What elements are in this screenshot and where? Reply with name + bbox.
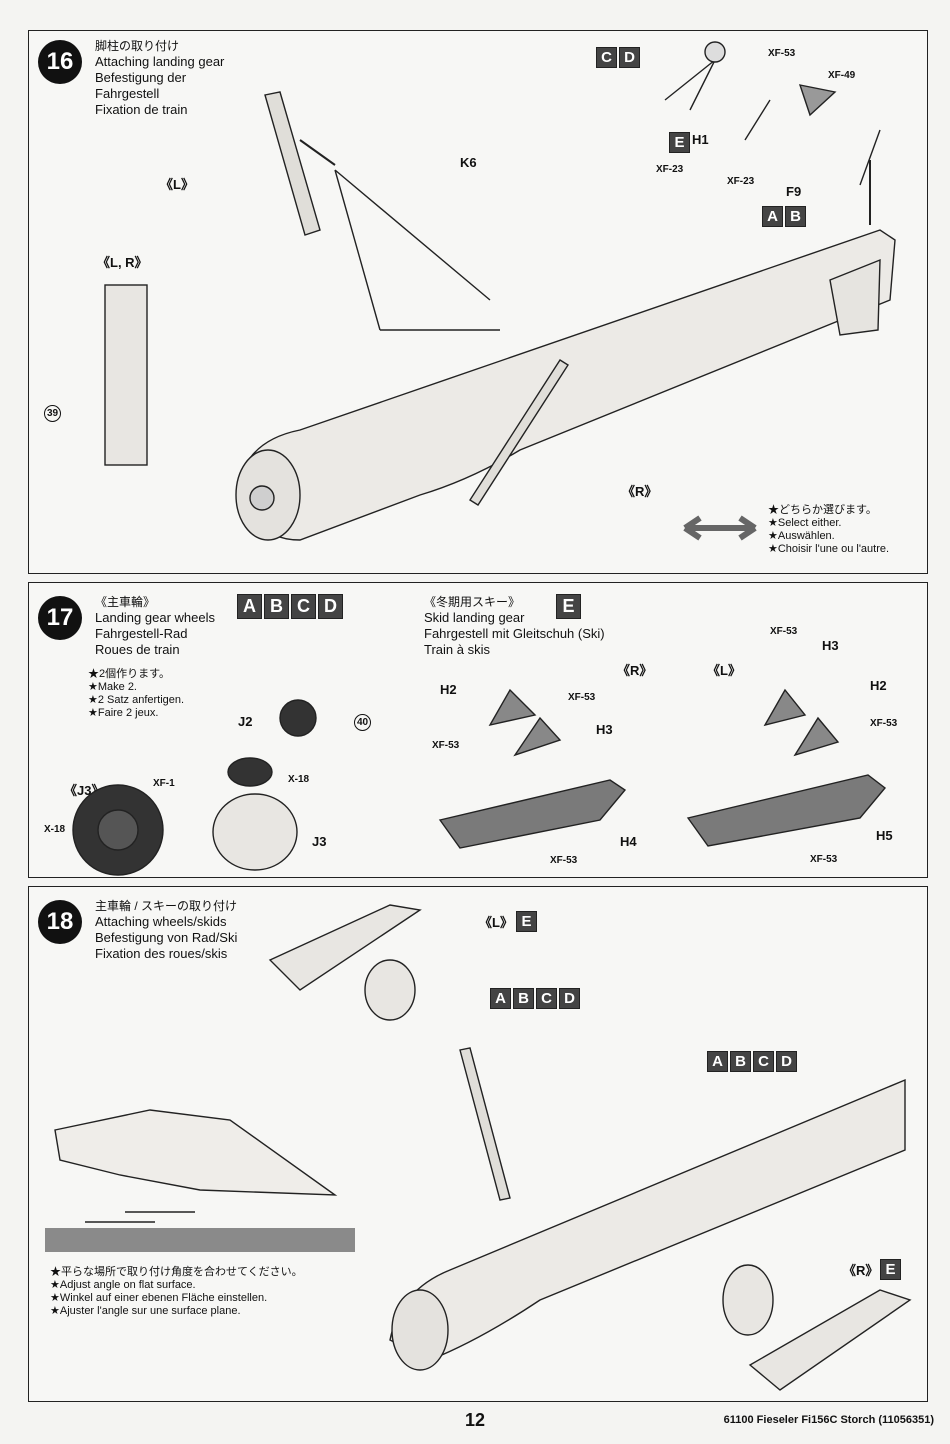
paint-box-e-18a: E xyxy=(516,911,537,932)
label-h3-a: H3 xyxy=(596,722,613,737)
step-16-number: 16 xyxy=(38,40,82,84)
step-18-title: 主車輪 / スキーの取り付け Attaching wheels/skids Be… xyxy=(95,899,238,961)
label-h2-b: H2 xyxy=(870,678,887,693)
paint-boxes-ab: A B xyxy=(762,206,806,227)
label-h4: H4 xyxy=(620,834,637,849)
label-h1: H1 xyxy=(692,132,709,147)
box-a: A xyxy=(762,206,783,227)
paint-boxes-abcd-17: A B C D xyxy=(237,594,343,619)
label-x18-b: X-18 xyxy=(288,774,310,785)
label-xf1: XF-1 xyxy=(153,778,175,789)
label-j3: J3 xyxy=(312,834,327,849)
label-xf23-b: XF-23 xyxy=(727,176,755,187)
step-18-number: 18 xyxy=(38,900,82,944)
box-e: E xyxy=(669,132,690,153)
label-j3-bracket: 《J3》 xyxy=(64,783,105,798)
label-xf53-16: XF-53 xyxy=(768,48,796,59)
label-xf49: XF-49 xyxy=(828,70,856,81)
part-40-label: 40 xyxy=(354,714,371,731)
label-h3-b: H3 xyxy=(822,638,839,653)
label-j2: J2 xyxy=(238,714,253,729)
box-b: B xyxy=(785,206,806,227)
select-either-note: ★どちらか選びます。 ★Select either. ★Auswählen. ★… xyxy=(768,504,890,555)
label-xf23-a: XF-23 xyxy=(656,164,684,175)
label-xf53-d: XF-53 xyxy=(770,626,798,637)
label-h2-a: H2 xyxy=(440,682,457,697)
step-18-panel xyxy=(28,886,928,1402)
page-number: 12 xyxy=(465,1410,486,1430)
paint-boxes-abcd-18a: A B C D xyxy=(490,988,580,1009)
paint-boxes-abcd-18b: A B C D xyxy=(707,1051,797,1072)
label-r-16: 《R》 xyxy=(622,484,658,499)
label-x18-a: X-18 xyxy=(44,824,66,835)
label-lr-16: 《L, R》 xyxy=(97,255,148,270)
make-two-note: ★2個作ります。 ★Make 2. ★2 Satz anfertigen. ★F… xyxy=(88,668,185,719)
label-r-18: 《R》 xyxy=(843,1263,879,1278)
label-h5: H5 xyxy=(876,828,893,843)
label-xf53-f: XF-53 xyxy=(810,854,838,865)
label-r-17: 《R》 xyxy=(617,663,653,678)
label-l-18: 《L》 xyxy=(479,915,513,930)
paint-box-e-16: E xyxy=(669,132,690,153)
step-16-title: 脚柱の取り付け Attaching landing gear Befestigu… xyxy=(95,39,225,117)
label-xf53-a: XF-53 xyxy=(568,692,596,703)
label-xf53-c: XF-53 xyxy=(550,855,578,866)
label-l-17: 《L》 xyxy=(707,663,741,678)
box-d: D xyxy=(619,47,640,68)
label-l-16: 《L》 xyxy=(160,177,194,192)
label-xf53-b: XF-53 xyxy=(432,740,460,751)
label-f9: F9 xyxy=(786,184,802,199)
step-17-right-title: 《冬期用スキー》 Skid landing gear Fahrgestell m… xyxy=(424,595,605,657)
part-39-label: 39 xyxy=(44,405,61,422)
label-k6: K6 xyxy=(460,155,477,170)
adjust-angle-note: ★平らな場所で取り付け角度を合わせてください。 ★Adjust angle on… xyxy=(50,1266,303,1317)
label-xf53-e: XF-53 xyxy=(870,718,898,729)
paint-box-e-17: E xyxy=(556,594,581,619)
kit-id: 61100 Fieseler Fi156C Storch (11056351) xyxy=(723,1414,934,1426)
paint-boxes-cd: C D xyxy=(596,47,640,68)
step-17-number: 17 xyxy=(38,596,82,640)
step-17-left-title: 《主車輪》 Landing gear wheels Fahrgestell-Ra… xyxy=(95,595,215,657)
paint-box-e-18b: E xyxy=(880,1259,901,1280)
box-c: C xyxy=(596,47,617,68)
